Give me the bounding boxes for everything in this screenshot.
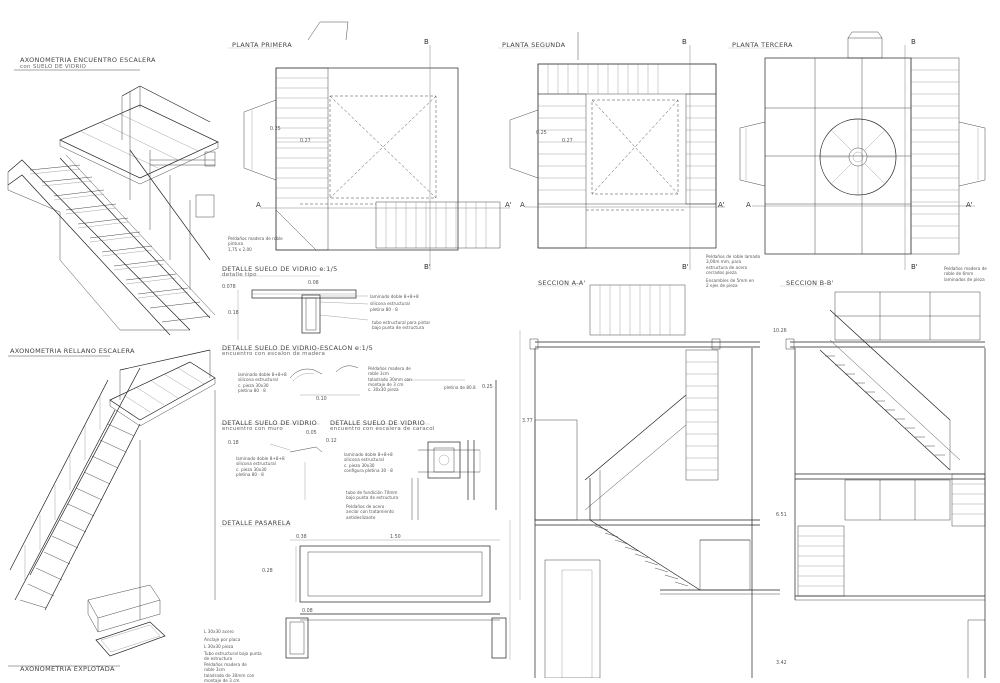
detail-glass-floor-step (220, 349, 465, 396)
note-ds1-d: tubo estructural para pintar bajo punta … (372, 320, 431, 331)
plan-third-floor (728, 31, 986, 270)
title-plan-third: PLANTA TERCERA (732, 41, 793, 49)
title-section-aa: SECCION A-A' (538, 279, 586, 287)
level-bb-mid: 6.51 (776, 513, 787, 518)
note-dse-3: pletina de 80.8 (444, 385, 476, 390)
title-detail-glass-1: DETALLE SUELO DE VIDRIO e:1/5 (222, 265, 338, 273)
level-bb-low: 3.42 (776, 661, 787, 666)
note-pas-4: Tubo estructural bajo punta de estructur… (204, 651, 262, 662)
note-dsv-3: laminado doble 8+8+8 silicona estructura… (344, 452, 393, 473)
mark-aprime-plan1: A' (505, 201, 512, 209)
dim-plan1-a: 0.27 (300, 139, 311, 144)
note-dsv-2: laminado doble 8+8+8 silicona estructura… (236, 456, 285, 477)
dim-plan2-b: 0.25 (536, 131, 547, 136)
note-pas-1: L 30x30 acero (204, 629, 234, 634)
mark-b-plan1: B (424, 38, 429, 46)
subtitle-detail-glass-1: detalle tipo (222, 272, 257, 278)
mark-a-plan1: A (256, 201, 261, 209)
title-detail-glass-2: DETALLE SUELO DE VIDRIO (222, 419, 317, 427)
dim-pas-c: 0.28 (262, 569, 273, 574)
axonometry-stair-landing (8, 349, 216, 620)
note-pas-2: Anclaje por placa (204, 637, 241, 642)
title-axo-junction: AXONOMETRIA ENCUENTRO ESCALERA (20, 56, 156, 64)
note-plan3-b: Peldaños madera de roble de 6mm laminado… (944, 266, 987, 282)
dim-dsv-c: 0.12 (326, 439, 337, 444)
axonometry-stair-junction (7, 69, 219, 336)
title-section-bb: SECCION B-B' (786, 279, 834, 287)
note-dsv-3c: Peldaños de acero anclar con tratamiento… (346, 504, 394, 520)
dim-dse-a: 0.10 (316, 397, 327, 402)
section-aa (519, 284, 780, 678)
title-plan-second: PLANTA SEGUNDA (502, 41, 566, 49)
mark-bprime-plan3: B' (911, 263, 918, 271)
level-aa: 3.77 (522, 419, 533, 424)
detail-glass-floor-1 (220, 275, 369, 340)
title-detail-glass-step: DETALLE SUELO DE VIDRIO-ESCALON e:1/5 (222, 344, 374, 352)
dim-pas-a: 0.38 (296, 535, 307, 540)
mark-bprime-plan1: B' (424, 263, 431, 271)
subtitle-detail-glass-3: encuentro con escalera de caracol (330, 426, 435, 432)
subtitle-detail-glass-step: encuentro con escalon de madera (222, 351, 326, 357)
dim-dsv-b: 0.05 (306, 431, 317, 436)
mark-b-plan2: B (682, 38, 687, 46)
dim-dsv-a: 0.18 (228, 441, 239, 446)
detail-glass-floor-2 (220, 423, 323, 500)
subtitle-detail-glass-2: encuentro con muro (222, 426, 284, 432)
mark-a-plan3: A (746, 201, 751, 209)
level-bb-top: 10.26 (773, 329, 787, 334)
mark-b-plan3: B (911, 38, 916, 46)
title-detail-walkway: DETALLE PASARELA (222, 519, 291, 527)
axonometry-exploded (8, 584, 166, 667)
note-ds1-a: laminado doble 8+8+8 (370, 294, 419, 299)
dim-detail1-c: 0.08 (308, 281, 319, 286)
note-plan1: Peldaños madera de roble pintura 1,75 x … (228, 236, 283, 252)
note-pas-3: L 30x30 pieza (204, 644, 234, 649)
note-pas-5: Peldaños madera de roble 3cm taladrado d… (204, 662, 255, 683)
detail-glass-floor-3 (330, 380, 497, 520)
note-ds1-b: silicona estructural (370, 301, 410, 306)
mark-aprime-plan3: A' (966, 201, 973, 209)
title-axo-landing: AXONOMETRIA RELLANO ESCALERA (10, 347, 135, 355)
mark-aprime-plan2: A' (718, 201, 725, 209)
detail-walkway (220, 520, 511, 660)
title-detail-glass-3: DETALLE SUELO DE VIDRIO (330, 419, 425, 427)
plan-first-floor (228, 21, 510, 270)
section-bb (780, 285, 986, 678)
title-axo-exploded: AXONOMETRIA EXPLOTADA (20, 665, 115, 673)
dim-pas-d: 0.08 (302, 609, 313, 614)
note-dse-2: Peldaños madera de roble 3cm taladrado 3… (368, 366, 412, 392)
subtitle-axo-junction: con SUELO DE VIDRIO (20, 64, 87, 70)
note-dse-1: laminado doble 8+8+8 silicona estructura… (238, 372, 287, 393)
dim-detail1-b: 0.18 (228, 311, 239, 316)
dim-plan2-a: 0.27 (562, 139, 573, 144)
note-plan3-a: Peldaños de roble lamado 3,00m mm, para … (706, 254, 761, 275)
plan-second-floor (498, 32, 725, 270)
title-plan-first: PLANTA PRIMERA (232, 41, 292, 49)
dim-dsv-d: 0.25 (482, 385, 493, 390)
note-plan3-c: Ensambles de 5mm en 2 ejes de pieza (706, 278, 754, 289)
mark-bprime-plan2: B' (682, 263, 689, 271)
mark-a-plan2: A (520, 201, 525, 209)
dim-pas-b: 1.50 (390, 535, 401, 540)
note-dsv-3b: tubo de fundición 70mm bajo punta de est… (346, 490, 399, 501)
note-ds1-c: pletina 80 · 8 (370, 307, 398, 312)
dim-plan1-b: 0.25 (270, 127, 281, 132)
dim-detail1-a: 0.078 (222, 285, 236, 290)
